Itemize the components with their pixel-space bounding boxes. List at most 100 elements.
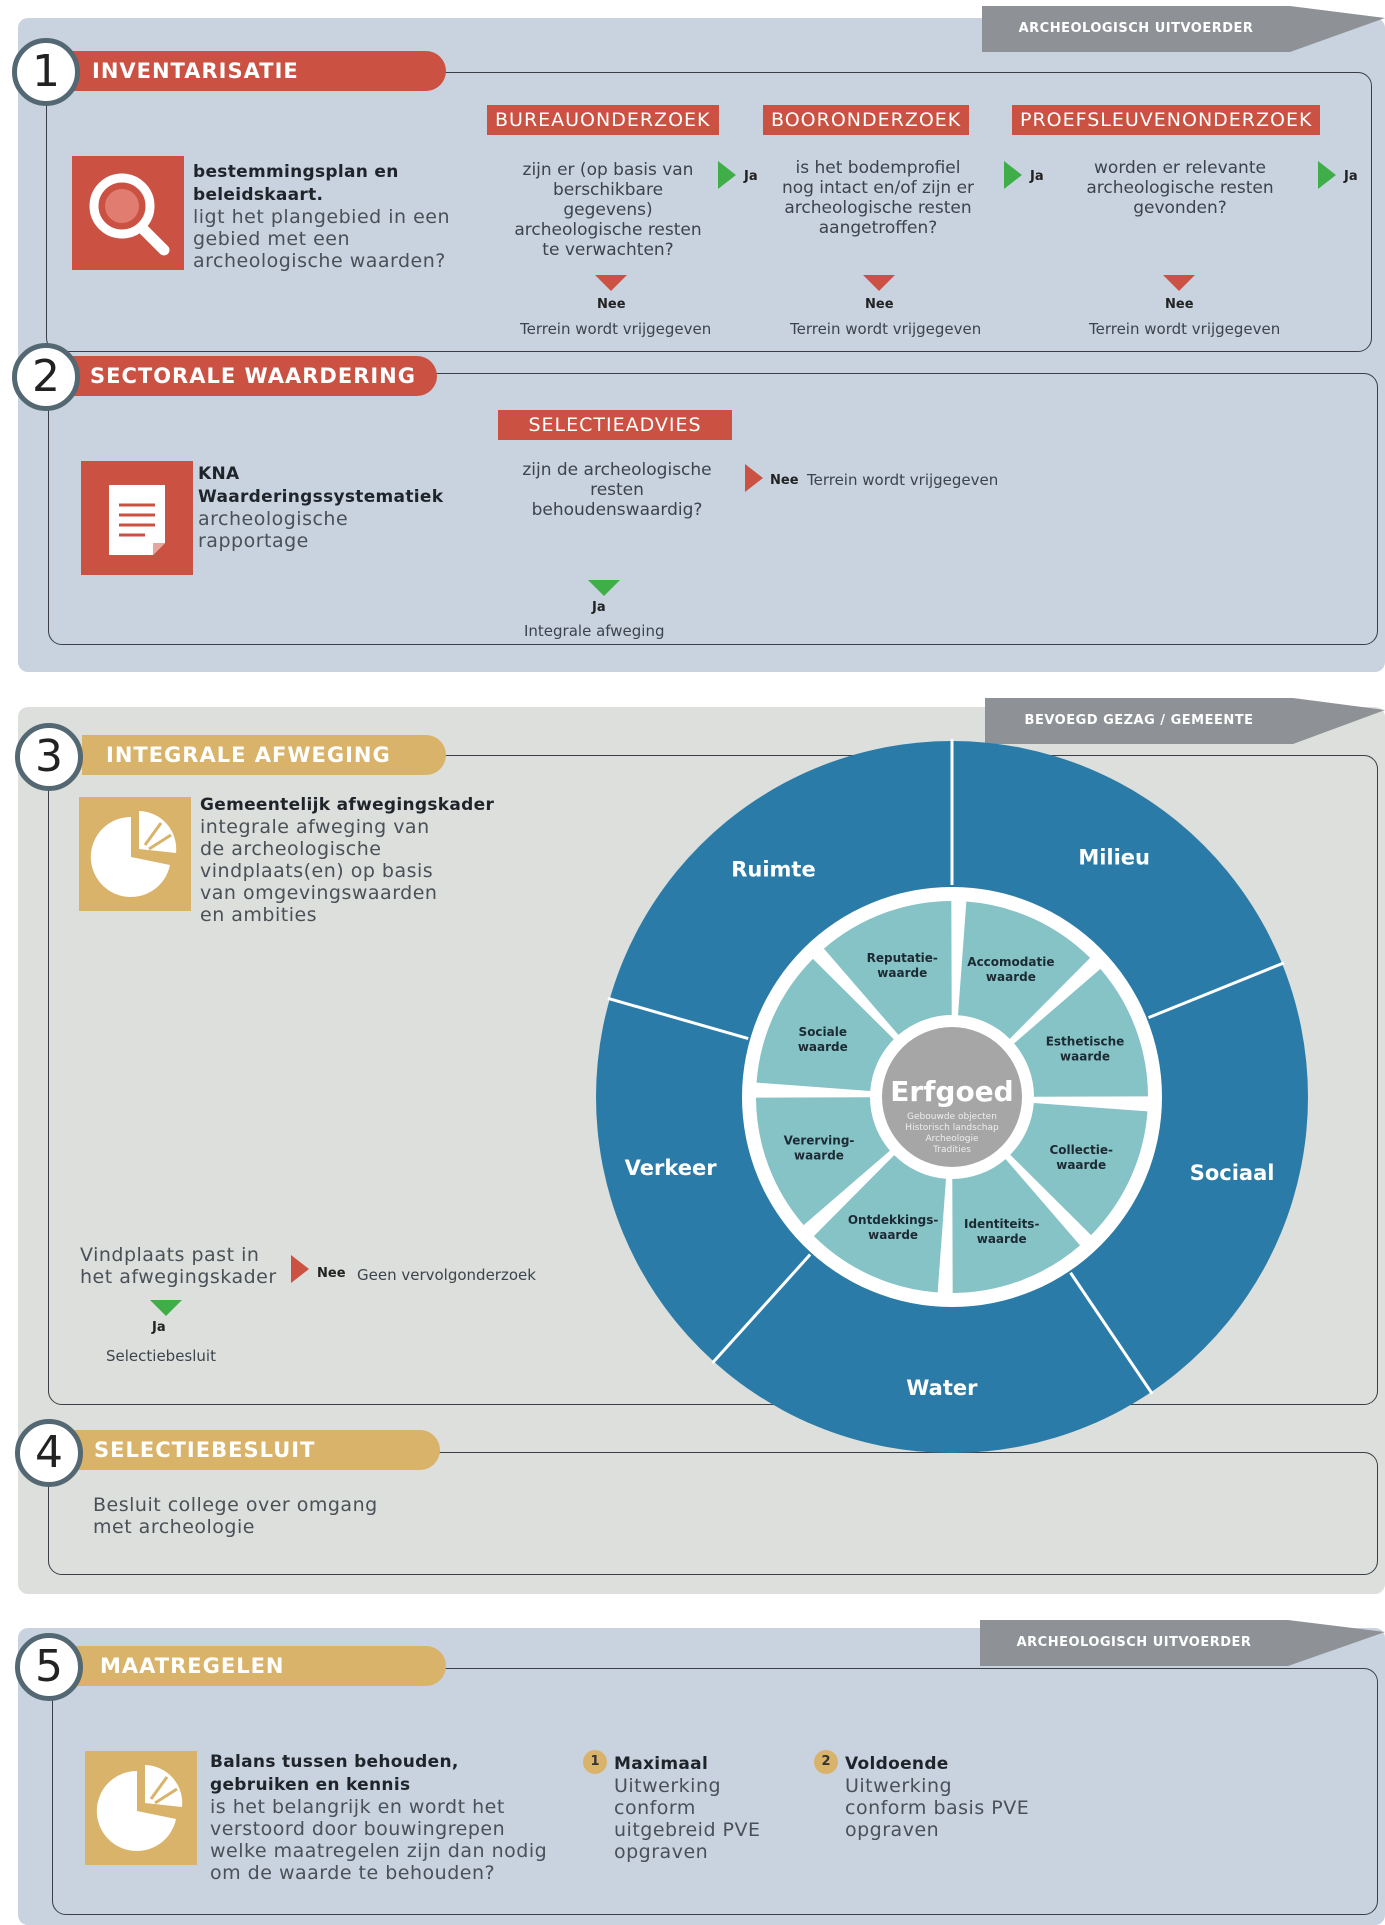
step3-yes-result: Selectiebesluit — [106, 1347, 216, 1365]
step3-no-label: Nee — [317, 1266, 346, 1281]
outer-divider-1 — [1148, 961, 1285, 1019]
step4-description: Besluit college over omgang met archeolo… — [93, 1494, 413, 1538]
outer-label-milieu: Milieu — [1078, 846, 1150, 870]
option1-title: Maximaal — [614, 1754, 709, 1774]
option2-l2: conform basis PVE — [845, 1797, 1030, 1819]
step5-desc-line1: is het belangrijk en wordt het — [210, 1796, 505, 1818]
inner-label-2-line1: Collectie- — [1049, 1143, 1113, 1157]
pie-chart-icon — [79, 797, 191, 911]
center-line-3: Tradities — [932, 1145, 971, 1155]
inner-label-6-line2: waarde — [798, 1040, 848, 1054]
step1-desc-line1: ligt het plangebied in een — [193, 206, 451, 228]
stage1-q4: archeologische resten — [514, 220, 702, 240]
step3-yes-arrow — [150, 1300, 182, 1316]
step3-desc-line5: en ambities — [200, 904, 318, 926]
option2-badge: 2 — [814, 1750, 838, 1774]
stage1-q5: te verwachten? — [542, 240, 674, 260]
step4-desc-line2: met archeologie — [93, 1516, 255, 1538]
outer-label-verkeer: Verkeer — [625, 1156, 718, 1180]
step1-frame — [46, 72, 1372, 352]
stage-label-proefsleuvenonderzoek: PROEFSLEUVENONDERZOEK — [1012, 105, 1321, 135]
outer-divider-3 — [711, 1253, 812, 1365]
inner-label-4-line1: Ontdekkings- — [848, 1213, 939, 1227]
stage3-q1: worden er relevante — [1094, 158, 1266, 178]
inner-segment-0 — [958, 901, 1091, 1039]
step1-number: 1 — [12, 38, 80, 106]
stage1-no-arrow — [595, 275, 627, 291]
inner-label-7-line2: waarde — [877, 966, 927, 980]
step3-no-arrow — [291, 1255, 309, 1283]
step3-fit-line1: Vindplaats past in — [80, 1244, 260, 1266]
stage2-no-label: Nee — [865, 297, 894, 312]
inner-label-7-line1: Reputatie- — [867, 951, 938, 965]
step4-number: 4 — [15, 1419, 83, 1487]
outer-label-water: Water — [906, 1376, 978, 1400]
step2-no-label: Nee — [770, 473, 799, 488]
stage1-no-label: Nee — [597, 297, 626, 312]
step2-yes-result: Integrale afweging — [524, 622, 665, 640]
outer-label-ruimte: Ruimte — [731, 857, 815, 881]
inner-segment-4 — [813, 1155, 946, 1293]
stage2-no-result: Terrein wordt vrijgegeven — [790, 320, 982, 338]
inner-label-1-line1: Esthetische — [1046, 1034, 1125, 1048]
outer-divider-4 — [607, 996, 749, 1041]
step3-fit-question: Vindplaats past in het afwegingskader — [80, 1244, 300, 1288]
stage3-q2: archeologische resten — [1086, 178, 1274, 198]
step5-desc-bold2: gebruiken en kennis — [210, 1775, 411, 1795]
step5-number: 5 — [15, 1633, 83, 1701]
stage2-q3: archeologische resten — [784, 198, 972, 218]
stage3-question: worden er relevante archeologische reste… — [1060, 158, 1300, 218]
inner-label-4-line2: waarde — [868, 1228, 918, 1242]
stage1-no-result: Terrein wordt vrijgegeven — [520, 320, 712, 338]
step4-frame — [48, 1452, 1378, 1575]
step5-desc-line4: om de waarde te behouden? — [210, 1862, 496, 1884]
inner-segment-2 — [1010, 1103, 1148, 1236]
outer-divider-2 — [1069, 1271, 1154, 1395]
step3-title: INTEGRALE AFWEGING — [82, 735, 446, 775]
step2-title: SECTORALE WAARDERING — [66, 356, 437, 396]
step3-description: Gemeentelijk afwegingskader integrale af… — [200, 793, 520, 926]
step1-desc-line2: gebied met een — [193, 228, 350, 250]
step2-yes-arrow — [588, 580, 620, 596]
document-icon — [81, 461, 193, 575]
step3-number: 3 — [15, 723, 83, 791]
inner-label-5-line2: waarde — [794, 1149, 844, 1163]
center-line-1: Historisch landschap — [905, 1123, 999, 1133]
stage2-no-arrow — [863, 275, 895, 291]
search-icon — [72, 156, 184, 270]
role-tail-bottom — [1288, 1620, 1385, 1666]
step2-desc-line1: archeologische — [198, 508, 349, 530]
stage3-yes-arrow — [1318, 161, 1336, 189]
stage1-yes-arrow — [718, 161, 736, 189]
option2-l3: opgraven — [845, 1819, 940, 1841]
step1-description: bestemmingsplan en beleidskaart. ligt he… — [193, 160, 483, 272]
inner-segment-7 — [823, 901, 952, 1035]
step3-fit-line2: het afwegingskader — [80, 1266, 277, 1288]
step2-frame — [48, 373, 1378, 645]
step2-number: 2 — [12, 343, 80, 411]
stage2-question: is het bodemprofiel nog intact en/of zij… — [758, 158, 998, 238]
stage1-q1: zijn er (op basis van — [522, 160, 694, 180]
step3-frame — [48, 755, 1378, 1405]
step2-no-result: Terrein wordt vrijgegeven — [807, 471, 999, 489]
inner-label-3-line1: Identiteits- — [964, 1217, 1039, 1231]
stage2-q1: is het bodemprofiel — [795, 158, 961, 178]
stage1-yes-label: Ja — [744, 169, 758, 184]
stage-label-booronderzoek: BOORONDERZOEK — [763, 105, 970, 135]
step5-description: Balans tussen behouden, gebruiken en ken… — [210, 1750, 570, 1884]
role-tail-top — [1290, 6, 1385, 52]
stage3-yes-label: Ja — [1344, 169, 1358, 184]
step2-question: zijn de archeologische resten behoudensw… — [498, 460, 736, 520]
inner-label-6-line1: Sociale — [799, 1025, 847, 1039]
step3-desc-line3: vindplaats(en) op basis — [200, 860, 434, 882]
step3-desc-bold: Gemeentelijk afwegingskader — [200, 795, 495, 815]
step2-desc-line2: rapportage — [198, 530, 309, 552]
inner-segment-6 — [756, 958, 894, 1091]
step1-title: INVENTARISATIE — [70, 51, 446, 91]
stage-label-selectieadvies: SELECTIEADVIES — [498, 410, 732, 440]
step2-description: KNA Waarderingssystematiek archeologisch… — [198, 462, 458, 552]
stage3-q3: gevonden? — [1133, 198, 1227, 218]
step4-desc-line1: Besluit college over omgang — [93, 1494, 378, 1516]
inner-segment-5 — [756, 1097, 890, 1226]
inner-segment-1 — [1014, 968, 1148, 1097]
